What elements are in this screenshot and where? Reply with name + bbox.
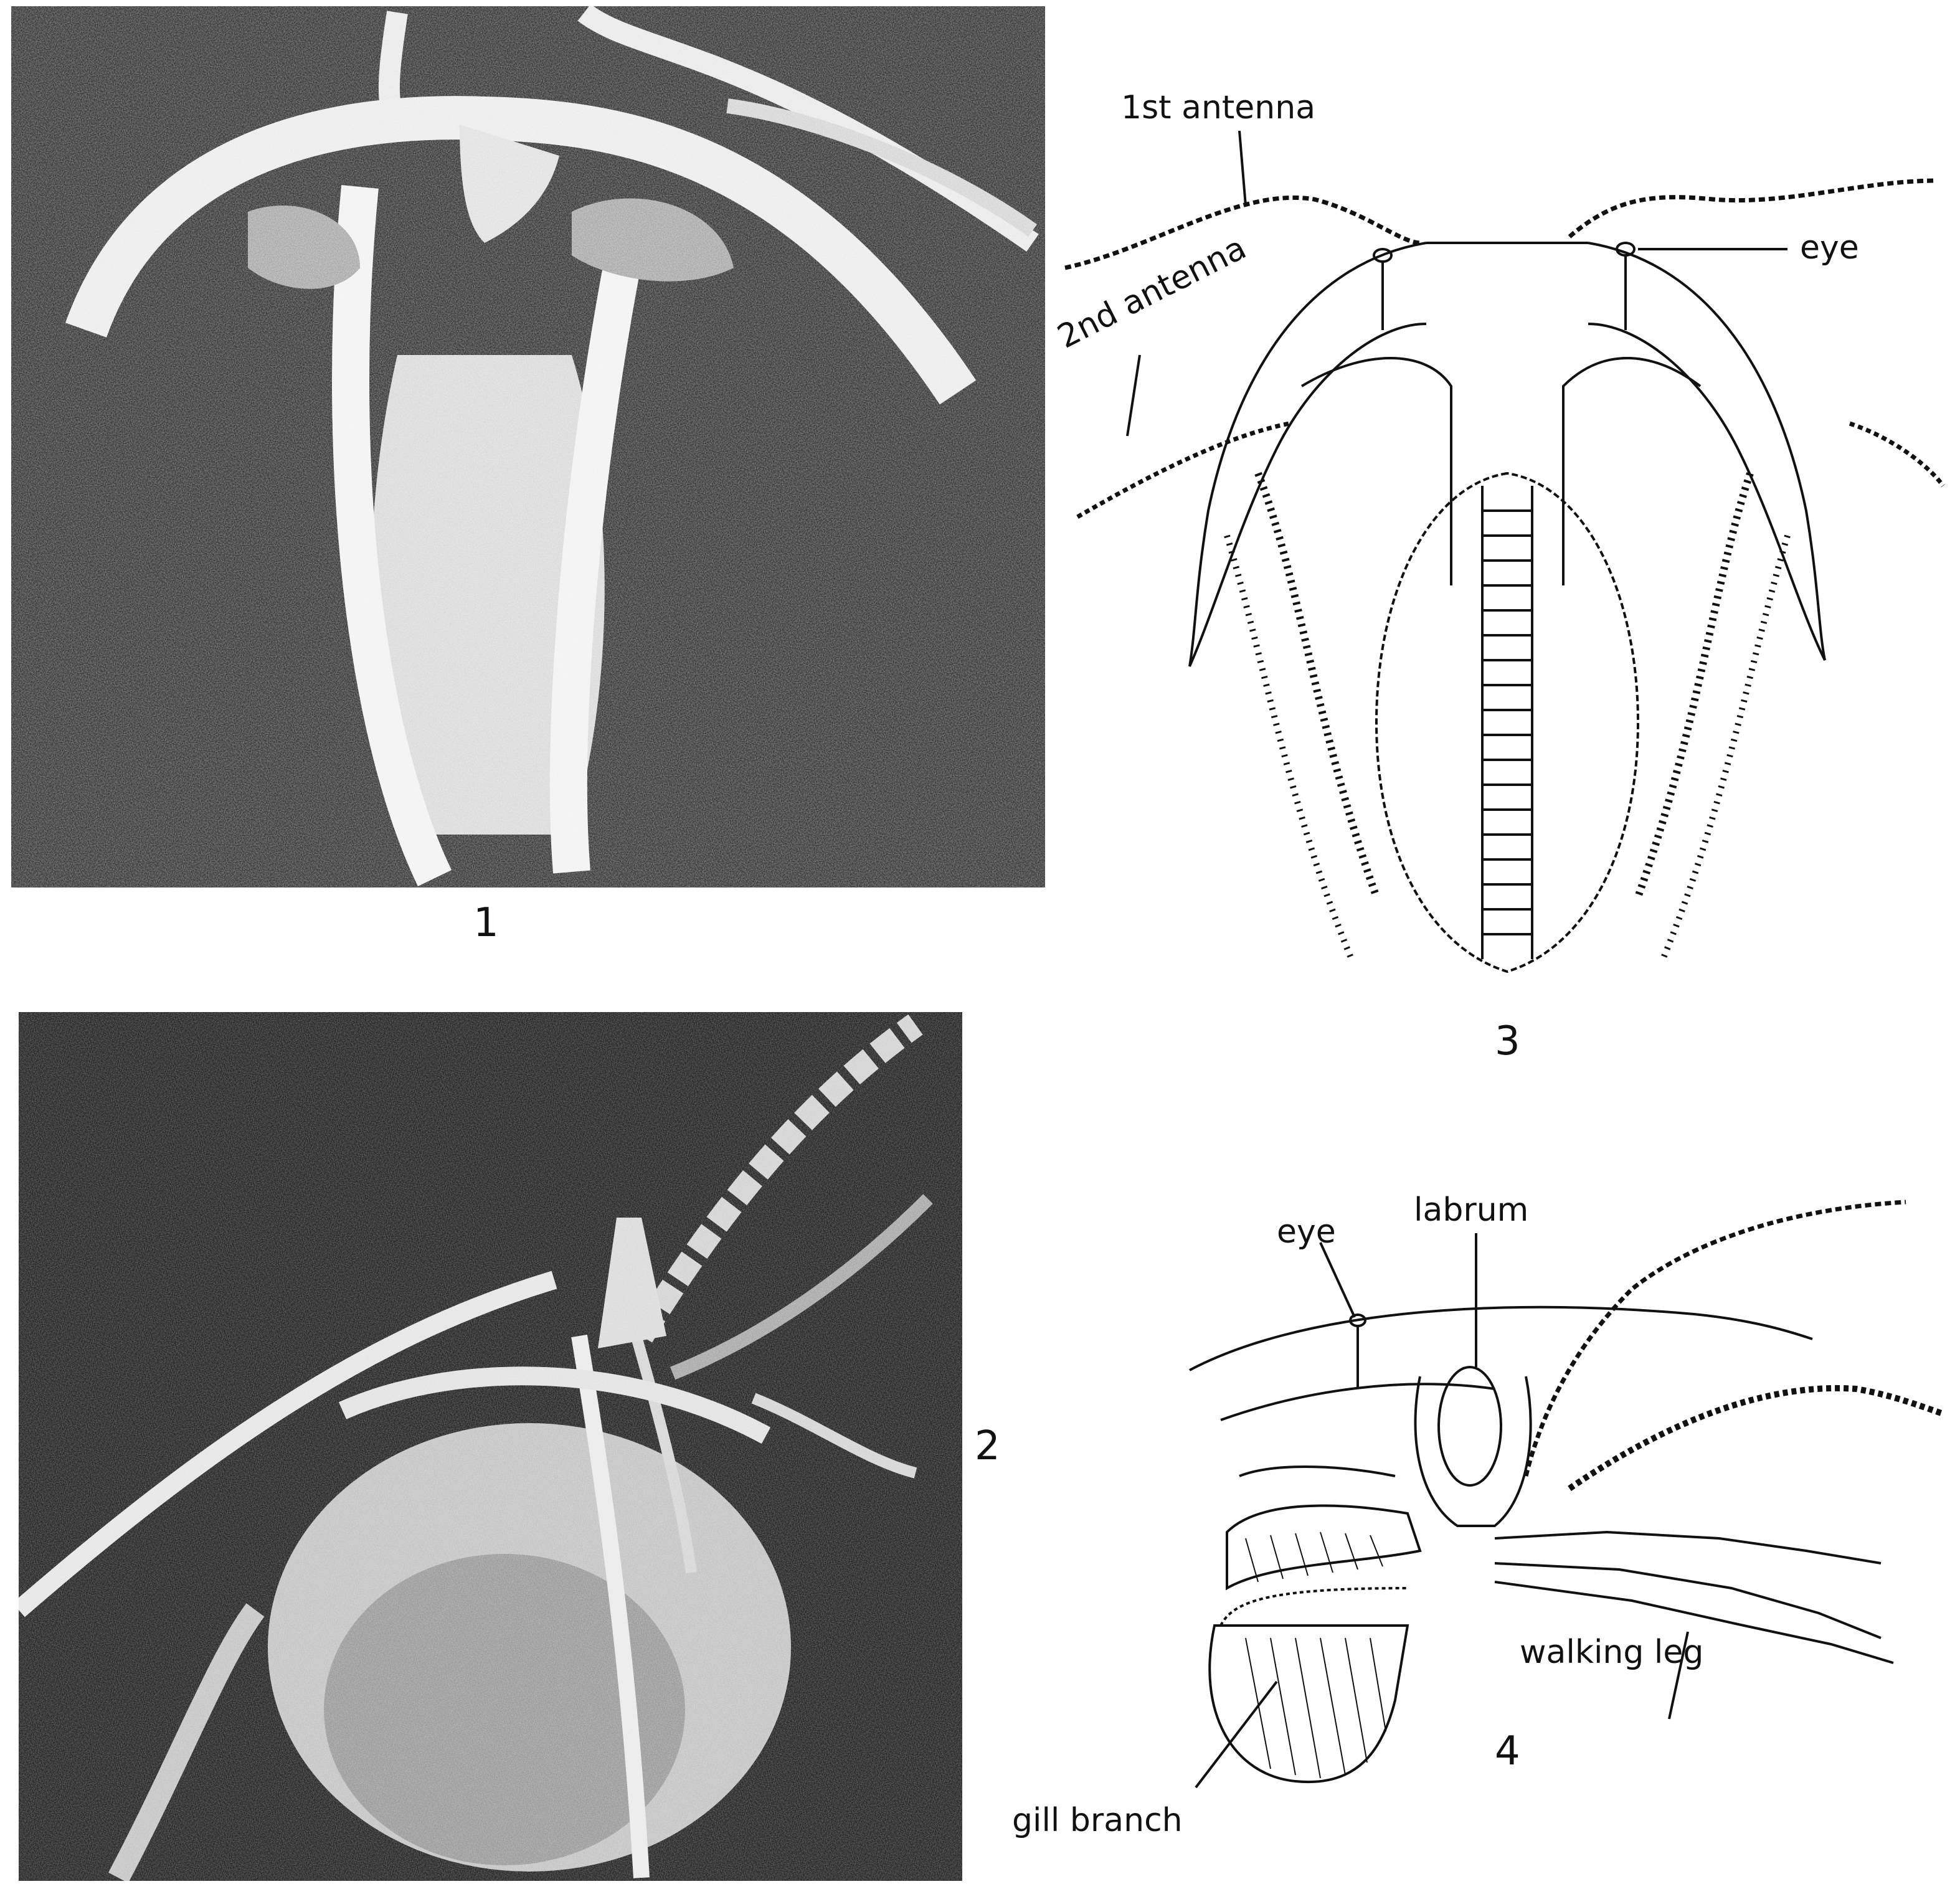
second-antenna	[1077, 424, 1289, 517]
label-eye: eye	[1277, 1213, 1336, 1251]
trunk	[1376, 473, 1638, 972]
figure-4-drawing: labrum eye walking leg gill branch	[1009, 1152, 1956, 1844]
figure-3-number: 3	[1495, 1021, 1520, 1061]
figure-1-photo	[11, 6, 1045, 888]
figure-4-number: 4	[1495, 1731, 1520, 1771]
head-outline	[1190, 1307, 1812, 1370]
label-2nd-antenna: 2nd antenna	[1053, 229, 1252, 356]
gill-branch	[1210, 1626, 1408, 1782]
label-labrum: labrum	[1414, 1191, 1528, 1229]
walking-leg	[1495, 1532, 1881, 1563]
figure-3-drawing: 1st antenna 2nd antenna eye	[1053, 37, 1949, 1009]
figure-2-number: 2	[975, 1426, 1000, 1466]
label-1st-antenna: 1st antenna	[1121, 89, 1315, 126]
label-eye: eye	[1800, 229, 1859, 267]
head-shield	[1190, 243, 1426, 666]
label-walking-leg: walking leg	[1520, 1634, 1703, 1671]
figure-2-photo	[19, 1012, 962, 1881]
label-gill-branch: gill branch	[1012, 1802, 1183, 1839]
segments	[1482, 511, 1532, 934]
antenna	[1526, 1202, 1906, 1476]
figure-1-number: 1	[473, 903, 499, 943]
